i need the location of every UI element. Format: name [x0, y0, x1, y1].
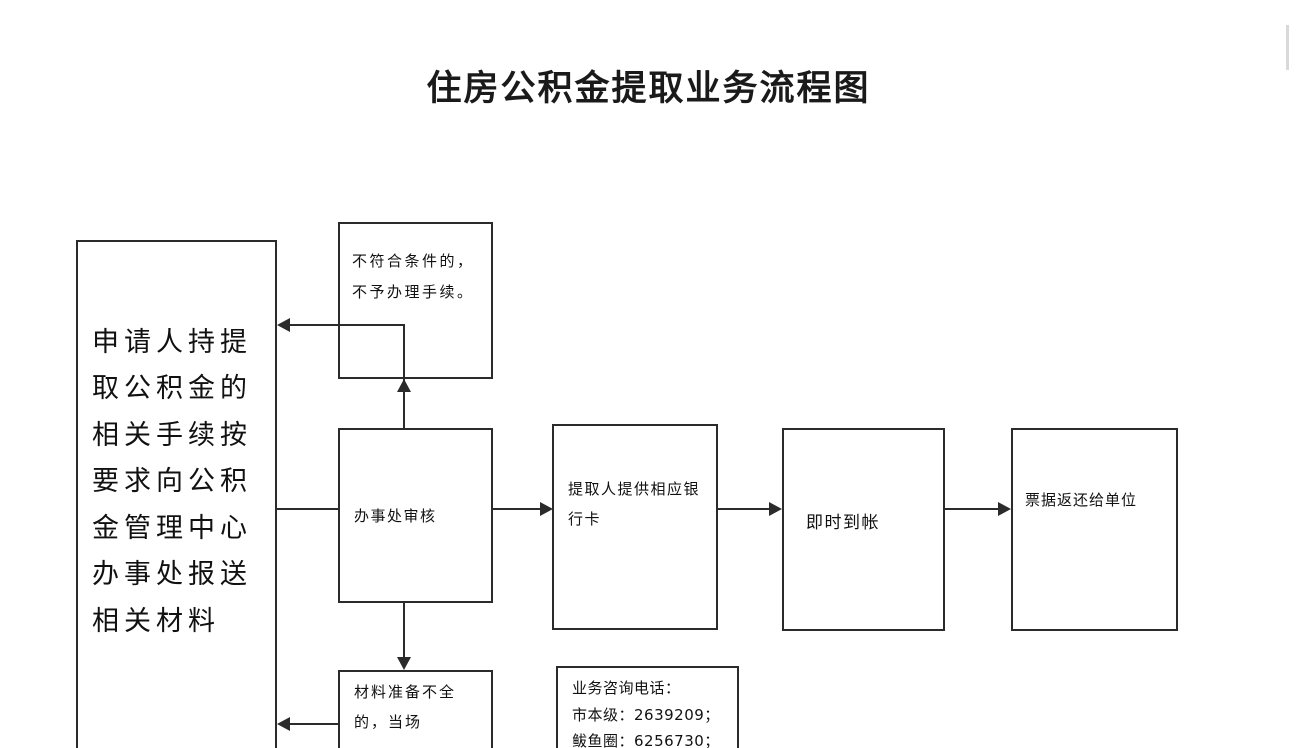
flow-node-incomplete-materials-label: 材料准备不全的，当场	[354, 683, 457, 731]
page-edge-artifact	[1286, 25, 1289, 70]
connector-bankcard-to-instant	[718, 508, 770, 510]
connector-instant-to-receipt	[945, 508, 999, 510]
connector-review-to-bankcard	[493, 508, 541, 510]
flow-node-instant-arrival-label: 即时到帐	[806, 512, 880, 533]
arrowhead-instant-to-receipt	[998, 502, 1011, 516]
flow-node-receipt-return-label: 票据返还给单位	[1025, 490, 1138, 509]
arrowhead-reject-to-applicant	[277, 318, 290, 332]
connector-reject-to-applicant-horizontal	[289, 324, 404, 326]
contact-info-text: 业务咨询电话： 市本级：2639209； 鲅鱼圈：6256730；	[572, 679, 720, 748]
flow-node-bankcard-label: 提取人提供相应银行卡	[568, 480, 701, 528]
flow-node-incomplete-materials: 材料准备不全的，当场	[338, 670, 493, 748]
arrowhead-bankcard-to-instant	[769, 502, 782, 516]
flow-node-review: 办事处审核	[338, 428, 493, 603]
flow-node-bankcard: 提取人提供相应银行卡	[552, 424, 718, 630]
flow-node-applicant: 申请人持提取公积金的相关手续按要求向公积金管理中心办事处报送相关材料	[76, 240, 277, 748]
arrowhead-incomplete-to-applicant	[277, 717, 290, 731]
connector-applicant-to-review	[277, 508, 339, 510]
flow-node-instant-arrival: 即时到帐	[782, 428, 945, 631]
flow-node-reject-label: 不符合条件的，不予办理手续。	[352, 251, 475, 301]
arrowhead-review-to-incomplete	[397, 657, 411, 670]
page-title: 住房公积金提取业务流程图	[426, 69, 871, 109]
connector-review-to-reject	[403, 392, 405, 430]
flow-node-review-label: 办事处审核	[354, 506, 437, 525]
connector-incomplete-to-applicant	[289, 723, 340, 725]
arrowhead-review-to-bankcard	[540, 502, 553, 516]
flow-node-receipt-return: 票据返还给单位	[1011, 428, 1178, 631]
contact-info-box: 业务咨询电话： 市本级：2639209； 鲅鱼圈：6256730；	[556, 666, 739, 748]
connector-reject-to-applicant-vertical	[403, 324, 405, 381]
connector-review-to-incomplete	[403, 603, 405, 659]
arrowhead-review-to-reject	[397, 379, 411, 392]
flow-node-reject: 不符合条件的，不予办理手续。	[338, 222, 493, 379]
flow-node-applicant-label: 申请人持提取公积金的相关手续按要求向公积金管理中心办事处报送相关材料	[92, 327, 252, 637]
